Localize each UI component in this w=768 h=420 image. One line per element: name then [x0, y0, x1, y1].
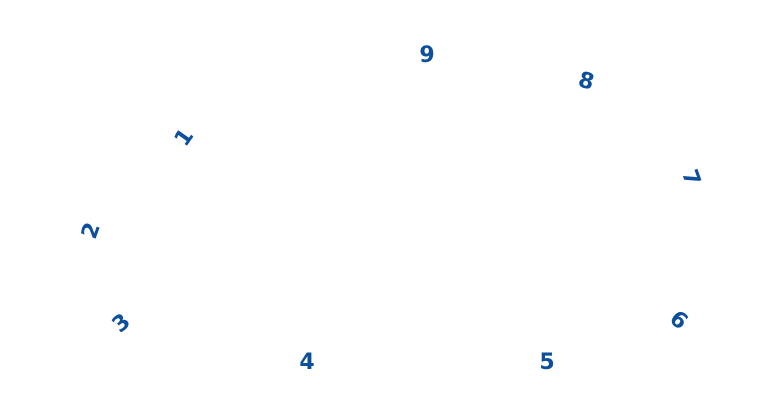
digit-4: 4	[299, 350, 315, 375]
digit-6: 6	[664, 306, 693, 336]
digit-7: 7	[676, 166, 705, 190]
digit-5: 5	[539, 350, 555, 375]
digit-1: 1	[169, 124, 200, 152]
digit-3: 3	[107, 309, 136, 339]
digit-2: 2	[77, 219, 106, 243]
digit-9: 9	[419, 43, 435, 68]
digit-8: 8	[575, 67, 597, 96]
